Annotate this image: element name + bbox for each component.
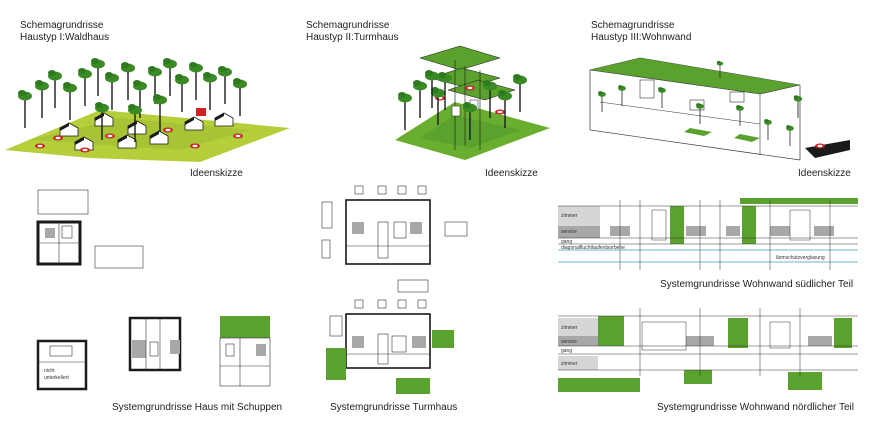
sketch-label-3: Ideenskizze — [798, 168, 851, 179]
waldhaus-sketch — [5, 57, 290, 162]
sketch-label-2: Ideenskizze — [485, 168, 538, 179]
plan-label-nicht: nicht — [44, 368, 55, 374]
turmhaus-plans — [321, 185, 468, 394]
nord-label-gang: gang — [561, 348, 573, 354]
haus-schuppen-plans — [36, 316, 271, 391]
sued-label-laerm: lärmschutzverglasung — [776, 255, 825, 261]
section-1-subtitle: Haustyp I:Waldhaus — [20, 32, 110, 43]
section-2-subtitle: Haustyp II:Turmhaus — [306, 32, 399, 43]
caption-wohnwand-nord: Systemgrundrisse Wohnwand nördlicher Tei… — [657, 402, 854, 413]
section-3-title: Schemagrundrisse — [591, 20, 675, 31]
sued-label-gang: gang — [561, 239, 573, 245]
section-2-title: Schemagrundrisse — [306, 20, 390, 31]
wohnwand-sued-plan — [558, 198, 858, 270]
turmhaus-sketch — [395, 45, 550, 160]
sued-label-zimmer: zimmer — [561, 213, 578, 219]
sued-label-service: service — [561, 229, 577, 235]
waldhaus-plan-upper — [36, 189, 144, 269]
sketch-label-1: Ideenskizze — [190, 168, 243, 179]
wohnwand-sketch — [589, 57, 850, 161]
nord-label-zimmer-top: zimmer — [561, 325, 578, 331]
caption-haus-schuppen: Systemgrundrisse Haus mit Schuppen — [112, 402, 283, 413]
sued-label-diagonal: diagonalfluchtlaufentsorbehe — [561, 245, 625, 251]
section-1-title: Schemagrundrisse — [20, 20, 104, 31]
caption-wohnwand-sued: Systemgrundrisse Wohnwand südlicher Teil — [660, 279, 854, 290]
nord-label-service: service — [561, 339, 577, 345]
caption-turmhaus: Systemgrundrisse Turmhaus — [330, 402, 458, 413]
wohnwand-nord-plan — [558, 308, 858, 392]
plan-label-unterkellert: unterkellert — [44, 375, 69, 381]
section-3-subtitle: Haustyp III:Wohnwand — [591, 32, 692, 43]
nord-label-zimmer-bottom: zimmer — [561, 361, 578, 367]
